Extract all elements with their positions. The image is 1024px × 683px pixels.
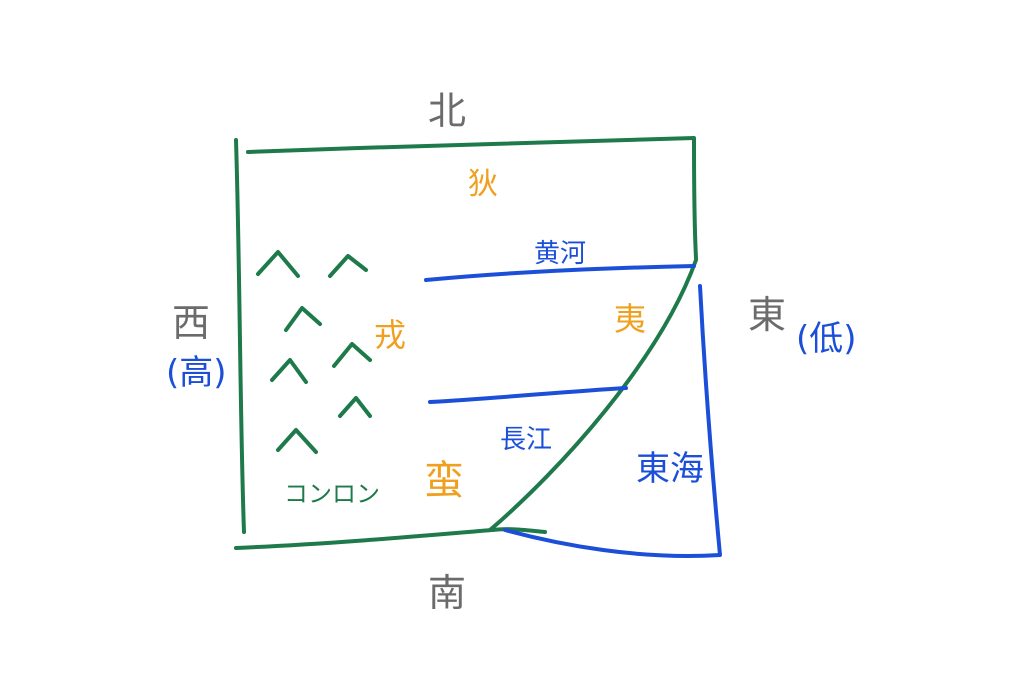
west-label: 西 xyxy=(172,301,210,345)
west-people-mark: 戎 xyxy=(374,316,406,354)
frame-west-edge xyxy=(234,138,246,534)
mountain-icon xyxy=(256,250,300,278)
river-huanghe-label: 黄河 xyxy=(534,239,586,269)
mountain-icon xyxy=(332,342,372,368)
coastline xyxy=(488,258,698,532)
river-huanghe-line xyxy=(424,264,696,282)
mountain-icon xyxy=(338,396,372,418)
mountain-range xyxy=(256,250,372,454)
sea-label: 東海 xyxy=(636,449,704,489)
south-people-mark: 蛮 xyxy=(424,458,464,504)
mountain-icon xyxy=(276,428,318,454)
north-people-mark: 狄 xyxy=(468,167,498,202)
frame-north-edge xyxy=(246,136,698,260)
mountains-label: コンロン xyxy=(284,480,380,508)
south-label: 南 xyxy=(428,571,466,615)
river-changjiang-label: 長江 xyxy=(500,425,552,455)
map-frame xyxy=(234,136,698,550)
north-label: 北 xyxy=(428,89,466,133)
east-elevation-note: (低) xyxy=(796,319,857,359)
east-people-mark: 夷 xyxy=(614,300,646,338)
mountain-icon xyxy=(284,306,322,332)
river-changjiang-line xyxy=(428,386,628,404)
sea-outline xyxy=(503,284,722,558)
frame-south-edge xyxy=(234,527,547,550)
east-label: 東 xyxy=(748,293,786,337)
west-elevation-note: (高) xyxy=(166,353,227,393)
mountain-icon xyxy=(328,254,368,278)
mountain-icon xyxy=(270,358,308,384)
